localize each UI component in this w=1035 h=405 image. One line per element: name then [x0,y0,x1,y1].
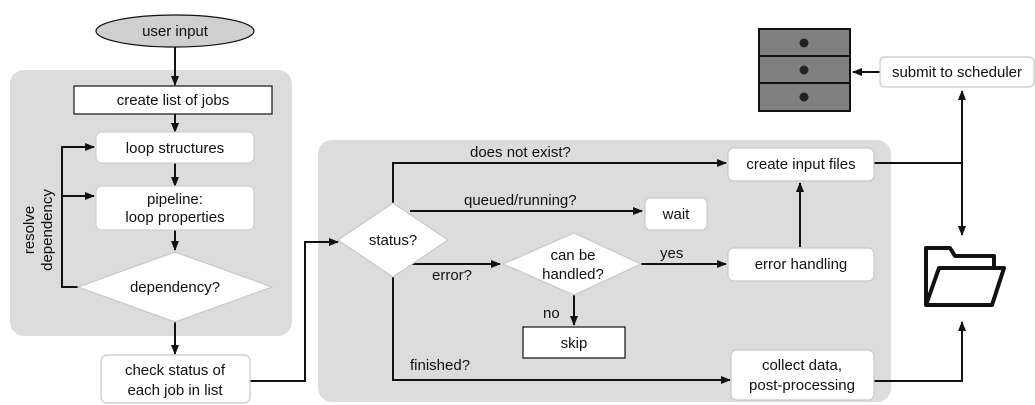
submit-scheduler-label: submit to scheduler [892,64,1022,81]
skip-node [522,326,626,359]
create-list-node [73,85,273,115]
error-handling-node [727,247,875,282]
can-be-handled-label-line1: can be [550,247,595,264]
no-label: no [543,305,560,322]
pipeline-label-line1: pipeline: [147,191,203,208]
user-input-label: user input [142,23,209,40]
dependency-label: dependency? [130,279,220,296]
can-be-handled-node [501,232,643,296]
create-list-label: create list of jobs [117,92,230,109]
queued-running-label: queued/running? [464,192,577,209]
server-rack-icon [758,28,851,112]
collect-data-node [730,349,875,401]
status-node [336,202,450,278]
edge-finished [392,276,731,384]
user-input-node [95,14,255,48]
skip-label: skip [561,335,588,352]
collect-data-label-line2: post-processing [749,377,855,394]
status-label: status? [369,232,417,249]
check-status-node [100,354,251,404]
collect-data-label-line1: collect data, [762,357,842,374]
wait-label: wait [662,206,691,223]
error-label: error? [432,267,472,284]
dependency-node [76,251,274,323]
loop-structures-label: loop structures [126,140,224,157]
wait-node [644,197,708,231]
resolve-dependency-label-line1: resolve [21,206,38,254]
pipeline-node [95,185,255,231]
does-not-exist-label: does not exist? [470,144,571,161]
edge-collect-to-folder [874,321,966,382]
edge-not-exist [392,159,727,203]
check-status-label-line1: check status of [125,362,226,379]
pipeline-label-line2: loop properties [125,209,224,226]
create-input-files-label: create input files [746,156,855,173]
yes-label: yes [660,245,683,262]
open-folder-icon [924,246,1006,307]
finished-label: finished? [410,357,470,374]
create-input-files-node [727,147,875,182]
resolve-dependency-label-line2: dependency [39,189,56,271]
edge-resolve-dependency [61,143,95,288]
error-handling-label: error handling [755,256,848,273]
submit-scheduler-node [879,56,1035,88]
loop-structures-node [95,131,255,164]
check-status-label-line2: each job in list [127,382,223,399]
can-be-handled-label-line2: handled? [542,266,604,283]
edge-check-to-status [250,238,339,382]
